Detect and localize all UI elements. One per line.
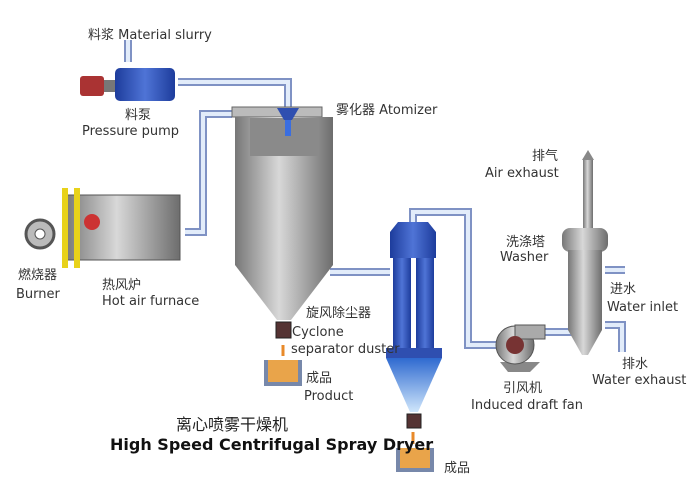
title-zh: 离心喷雾干燥机 <box>176 415 289 434</box>
washer-tower <box>562 150 608 355</box>
material-slurry-zh: 料浆 <box>88 28 115 43</box>
water-exhaust-zh: 排水 <box>622 357 649 372</box>
cyclone-separator <box>386 222 442 472</box>
product-zh: 成品 <box>306 371 333 386</box>
atomizer-en: Atomizer <box>379 103 438 118</box>
material-slurry-en: Material slurry <box>118 28 212 43</box>
pressure-pump-en: Pressure pump <box>82 124 180 139</box>
material-slurry-label: 料浆 Material slurry <box>88 28 212 43</box>
air-exhaust-en: Air exhaust <box>485 166 559 181</box>
air-exhaust-zh: 排气 <box>532 149 559 164</box>
atomizer-zh: 雾化器 <box>336 103 376 118</box>
product2-zh: 成品 <box>444 461 471 476</box>
drying-chamber <box>231 106 333 386</box>
water-inlet-zh: 进水 <box>610 282 637 297</box>
cyclone-en2: separator duster <box>291 342 400 357</box>
title-en: High Speed Centrifugal Spray Dryer <box>110 435 434 454</box>
atomizer-label: 雾化器 Atomizer <box>336 103 437 118</box>
pressure-pump-zh: 料泵 <box>125 108 152 123</box>
induced-draft-fan <box>495 324 546 372</box>
cyclone-en1: Cyclone <box>292 325 344 340</box>
fan-zh: 引风机 <box>503 381 543 396</box>
water-inlet-en: Water inlet <box>607 300 679 315</box>
burner-en: Burner <box>16 287 60 302</box>
washer-en: Washer <box>500 250 549 265</box>
hot-air-furnace <box>24 188 181 268</box>
pressure-pump <box>80 68 175 101</box>
cyclone-zh: 旋风除尘器 <box>306 306 372 321</box>
washer-zh: 洗涤塔 <box>506 235 546 250</box>
furnace-zh: 热风炉 <box>102 278 142 293</box>
furnace-en: Hot air furnace <box>102 294 200 309</box>
product-en: Product <box>304 389 354 404</box>
water-exhaust-en: Water exhaust <box>592 373 687 388</box>
burner-zh: 燃烧器 <box>18 268 58 283</box>
fan-en: Induced draft fan <box>471 398 584 413</box>
